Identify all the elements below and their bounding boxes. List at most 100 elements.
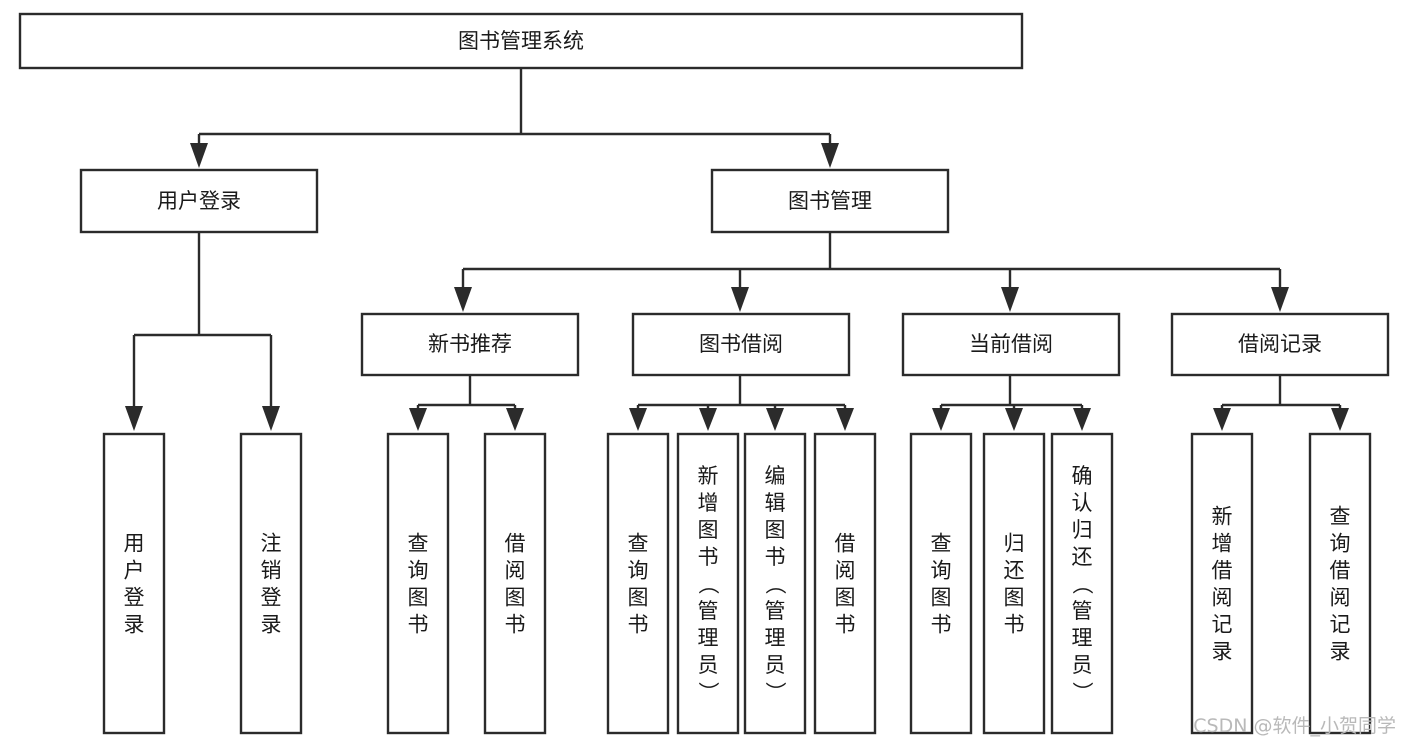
node-book-borrow-box[interactable] [631, 312, 851, 377]
vertical-char: 借 [1330, 559, 1351, 583]
vertical-char: 书 [765, 545, 786, 569]
vertical-char: 登 [261, 586, 282, 610]
edge-group-root [190, 68, 839, 168]
vertical-char: 阅 [835, 559, 856, 583]
vertical-char: 新 [698, 464, 719, 488]
node-root-box[interactable] [18, 12, 1024, 70]
leaf-node-user-login-box[interactable] [102, 432, 166, 735]
arrow-head-leaf-logout [262, 406, 280, 431]
node-borrow-records-box[interactable] [1170, 312, 1390, 377]
vertical-char: 理 [1072, 626, 1093, 650]
arrow-head-book-management [821, 143, 839, 168]
vertical-char: （ [763, 574, 787, 595]
vertical-char: 认 [1072, 491, 1093, 515]
vertical-char: 录 [1212, 640, 1233, 664]
leaf-node-borrow-book-recommend-box[interactable] [483, 432, 547, 735]
vertical-char: 查 [931, 532, 952, 556]
vertical-char: 增 [1212, 532, 1233, 556]
node-new-book-recommend-box[interactable] [360, 312, 580, 377]
edge-group-current-borrow [932, 375, 1091, 431]
node-current-borrow[interactable]: 当前借阅 [901, 312, 1121, 377]
arrow-head-new-book-recommend [454, 287, 472, 312]
leaf-node-query-book-recommend-box[interactable] [386, 432, 450, 735]
arrow-head-leaf-query-book-current [932, 408, 950, 431]
leaf-node-add-book-admin-box[interactable] [676, 432, 740, 735]
leaf-node-add-borrow-record-box[interactable] [1190, 432, 1254, 735]
vertical-char: 借 [835, 532, 856, 556]
node-root[interactable]: 图书管理系统 [18, 12, 1024, 70]
vertical-char: 销 [261, 559, 282, 583]
node-book-management-box[interactable] [710, 168, 950, 234]
node-book-management[interactable]: 图书管理 [710, 168, 950, 234]
node-borrow-records-label: 借阅记录 [1238, 332, 1322, 356]
leaf-node-user-login[interactable]: 用户登录 [102, 432, 166, 735]
arrow-head-user-login [190, 143, 208, 168]
arrow-head-leaf-query-book-borrow [629, 408, 647, 431]
vertical-char: 查 [628, 532, 649, 556]
arrow-head-leaf-edit-book-admin [766, 408, 784, 431]
vertical-char: 还 [1004, 559, 1025, 583]
vertical-char: 阅 [505, 559, 526, 583]
vertical-char: 归 [1004, 532, 1025, 556]
vertical-char: （ [1070, 574, 1094, 595]
vertical-char: 阅 [1212, 586, 1233, 610]
vertical-char: 还 [1072, 545, 1093, 569]
node-user-login[interactable]: 用户登录 [79, 168, 319, 234]
arrow-head-borrow-records [1271, 287, 1289, 312]
leaf-node-edit-book-admin-box[interactable] [743, 432, 807, 735]
arrow-head-leaf-borrow-book [836, 408, 854, 431]
node-book-borrow[interactable]: 图书借阅 [631, 312, 851, 377]
vertical-char: （ [696, 574, 720, 595]
vertical-char: 记 [1212, 613, 1233, 637]
vertical-char: 新 [1212, 505, 1233, 529]
vertical-char: ） [763, 682, 787, 703]
vertical-char: 用 [124, 532, 145, 556]
vertical-char: 查 [1330, 505, 1351, 529]
arrow-head-leaf-user-login [125, 406, 143, 431]
vertical-char: 理 [698, 626, 719, 650]
node-current-borrow-box[interactable] [901, 312, 1121, 377]
leaf-node-query-borrow-record-box[interactable] [1308, 432, 1372, 735]
vertical-char: 图 [1004, 586, 1025, 610]
vertical-char: 图 [505, 586, 526, 610]
vertical-char: 书 [698, 545, 719, 569]
node-user-login-box[interactable] [79, 168, 319, 234]
vertical-char: 图 [835, 586, 856, 610]
vertical-char: 确 [1072, 464, 1093, 488]
vertical-char: 询 [1330, 532, 1351, 556]
vertical-char: 询 [931, 559, 952, 583]
node-new-book-recommend[interactable]: 新书推荐 [360, 312, 580, 377]
vertical-char: 图 [931, 586, 952, 610]
leaf-node-logout-box[interactable] [239, 432, 303, 735]
vertical-char: ） [696, 682, 720, 703]
arrow-head-leaf-query-borrow-record [1331, 408, 1349, 431]
arrow-head-leaf-add-book-admin [699, 408, 717, 431]
node-borrow-records[interactable]: 借阅记录 [1170, 312, 1390, 377]
leaf-node-query-book-current-box[interactable] [909, 432, 973, 735]
leaf-node-borrow-book-box[interactable] [813, 432, 877, 735]
vertical-char: 户 [124, 559, 145, 583]
leaf-node-confirm-return-admin-box[interactable] [1050, 432, 1114, 735]
arrow-head-leaf-confirm-return-admin [1073, 408, 1091, 431]
leaf-node-return-book-box[interactable] [982, 432, 1046, 735]
node-root-label: 图书管理系统 [458, 29, 584, 53]
node-new-book-recommend-label: 新书推荐 [428, 332, 512, 356]
node-book-management-label: 图书管理 [788, 189, 872, 213]
edge-group-book-management [454, 232, 1289, 312]
csdn-watermark: CSDN @软件_小贺同学 [1193, 715, 1396, 737]
leaf-node-query-book-borrow-box[interactable] [606, 432, 670, 735]
